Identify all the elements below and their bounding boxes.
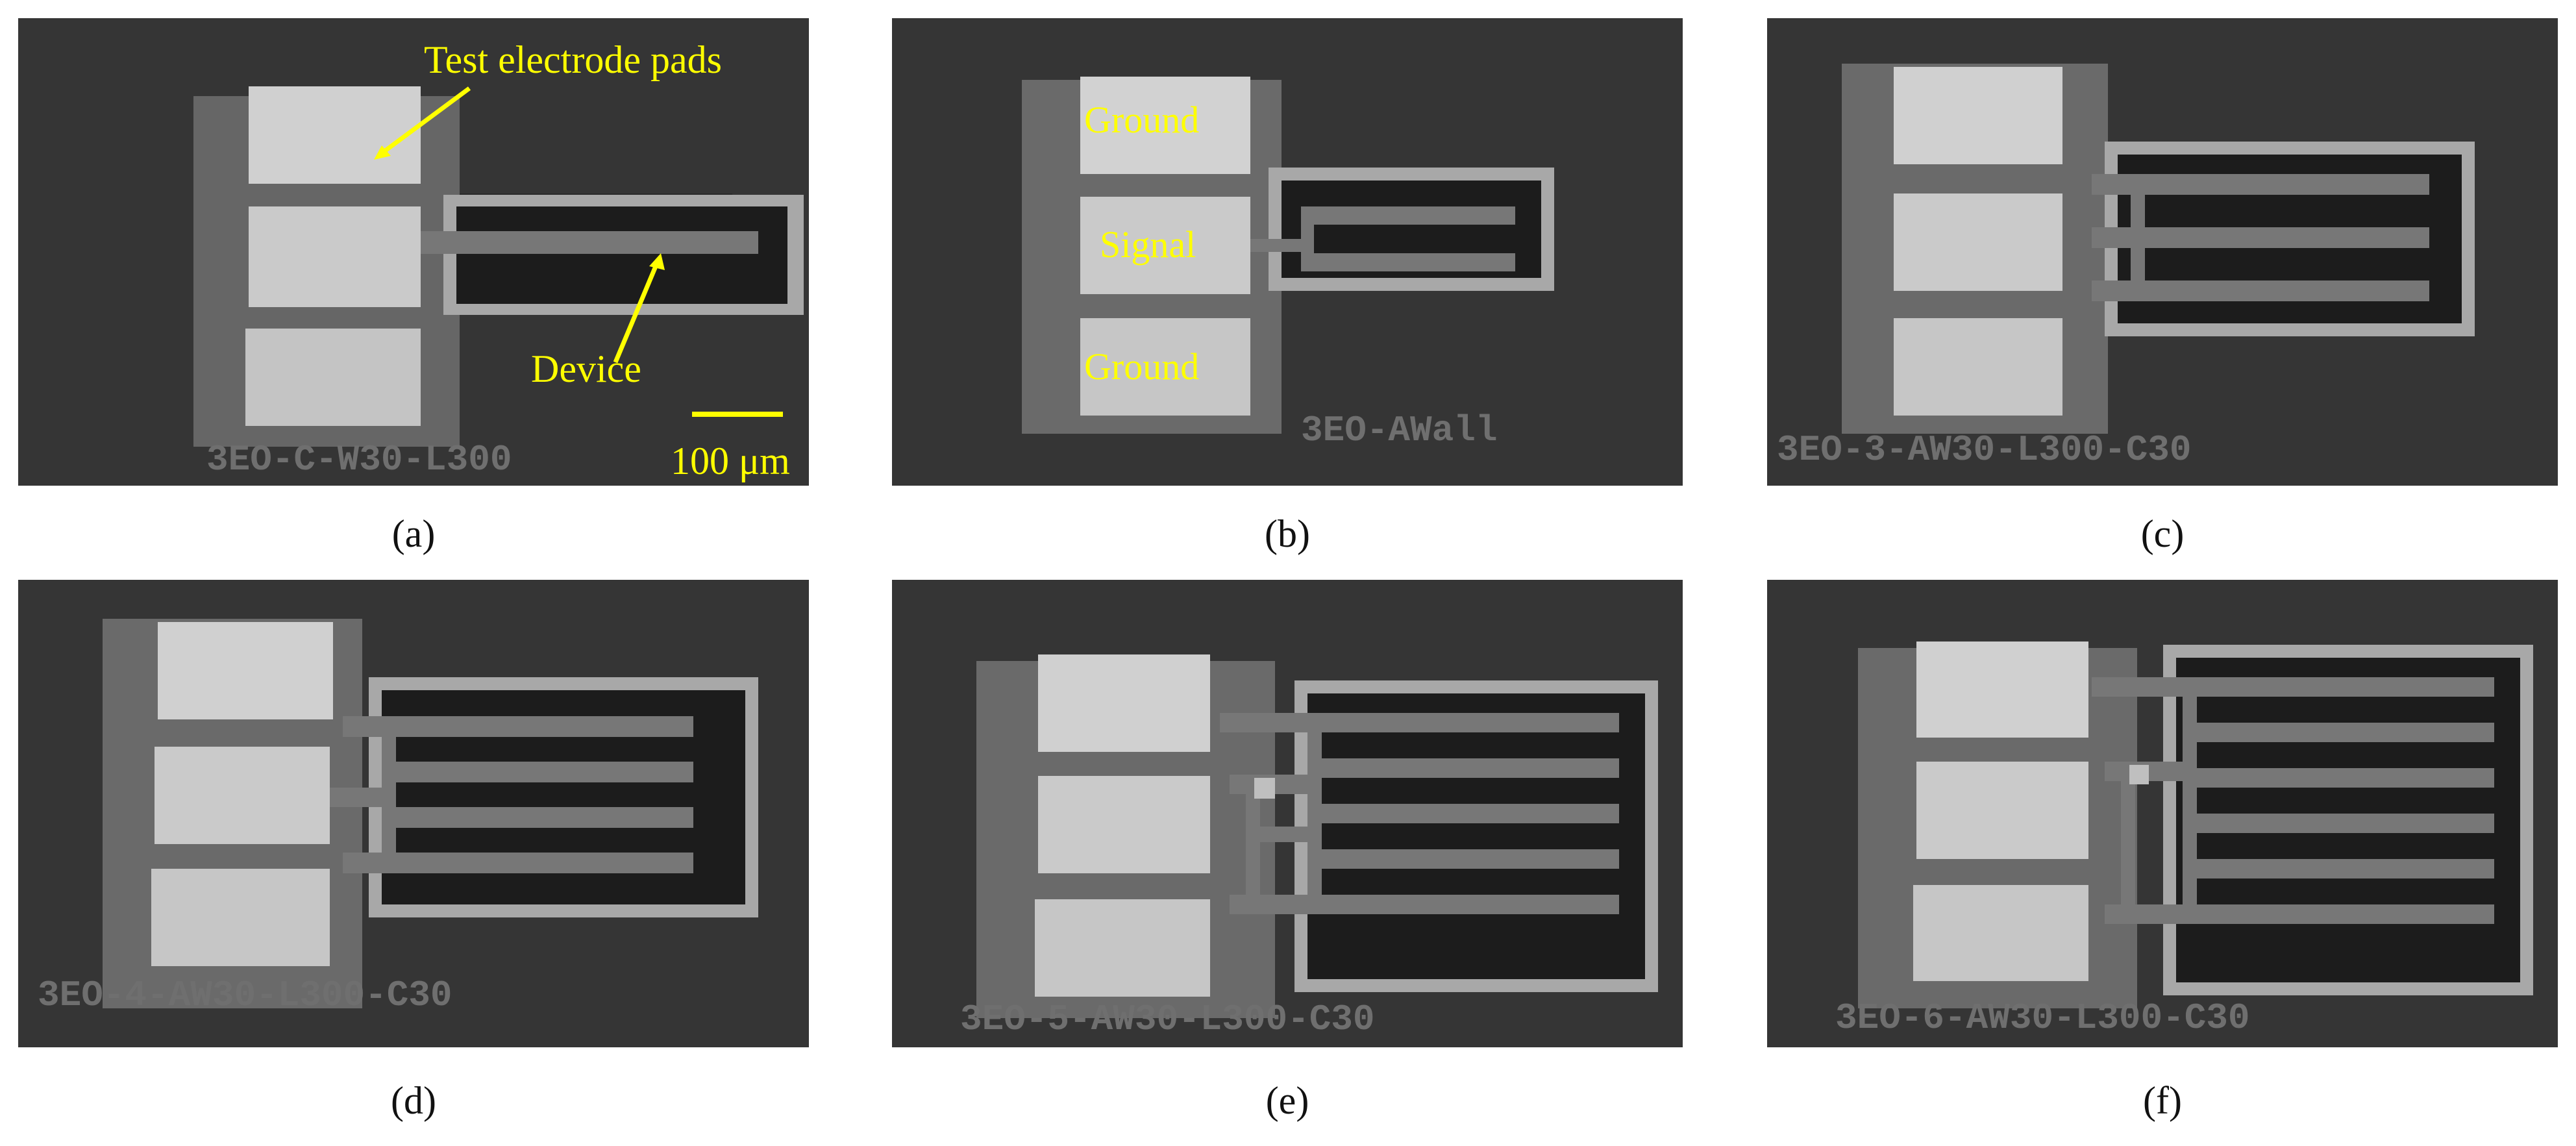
pad-3 xyxy=(1035,899,1210,997)
pad-1 xyxy=(158,622,333,719)
pad-label-signal: Signal xyxy=(1100,223,1196,266)
pad-ground-top xyxy=(1080,77,1250,174)
svg-text:3EO-3-AW30-L300-C30: 3EO-3-AW30-L300-C30 xyxy=(1777,429,2192,471)
device-beam-4 xyxy=(343,853,693,873)
pad-2 xyxy=(155,747,330,844)
pad-3 xyxy=(1894,318,2062,416)
device-beam-4 xyxy=(2183,814,2494,833)
sem-image-d xyxy=(18,580,809,1047)
device-beam-1 xyxy=(2092,677,2494,697)
pad-label-ground-top: Ground xyxy=(1084,99,1200,141)
device-label: Device xyxy=(531,347,641,390)
svg-text:3EO-6-AW30-L300-C30: 3EO-6-AW30-L300-C30 xyxy=(1835,997,2250,1039)
pad-3 xyxy=(1913,885,2088,981)
device-beam-1 xyxy=(1301,206,1515,225)
sem-image-b xyxy=(892,18,1683,486)
svg-text:3EO-C-W30-L300: 3EO-C-W30-L300 xyxy=(206,439,512,480)
caption-c: (c) xyxy=(2140,512,2185,555)
sem-panel-a: Test electrode pads Device 100 μm 3EO-C-… xyxy=(18,18,809,486)
device-beam-3 xyxy=(1307,804,1619,823)
device-arrow xyxy=(613,260,660,364)
device-beam-1 xyxy=(1220,713,1619,732)
pad-ground-bottom xyxy=(1080,318,1250,416)
pad-3 xyxy=(151,869,330,966)
device-trench xyxy=(456,206,787,304)
pad-3 xyxy=(245,329,421,426)
device-beam xyxy=(421,231,758,254)
pad-2 xyxy=(1894,193,2062,291)
pads-label: Test electrode pads xyxy=(424,38,722,81)
pad-2 xyxy=(249,206,421,307)
device-beam-1 xyxy=(2092,174,2429,195)
pad-label-ground-bottom: Ground xyxy=(1084,345,1200,388)
pad-2 xyxy=(1038,776,1210,873)
svg-text:3EO-5-AW30-L300-C30: 3EO-5-AW30-L300-C30 xyxy=(960,999,1375,1040)
pad-2 xyxy=(1916,762,2088,859)
caption-b: (b) xyxy=(1265,512,1310,555)
device-beam-1 xyxy=(343,716,693,737)
sem-panel-c: 3EO-3-AW30-L300-C30 xyxy=(1767,18,2558,486)
pad-1 xyxy=(1916,642,2088,738)
sem-image-c xyxy=(1767,18,2558,486)
sem-panel-e: 3EO-5-AW30-L300-C30 xyxy=(892,580,1683,1047)
scale-bar xyxy=(692,412,783,417)
device-beam-6 xyxy=(2105,904,2494,924)
device-beam-3 xyxy=(382,807,693,828)
device-beam-2 xyxy=(2183,723,2494,742)
svg-text:3EO-AWall: 3EO-AWall xyxy=(1301,410,1497,451)
pad-1 xyxy=(1038,654,1210,752)
pad-signal xyxy=(1080,197,1250,294)
caption-f: (f) xyxy=(2143,1079,2182,1122)
caption-a: (a) xyxy=(391,512,436,555)
device-beam-2 xyxy=(1307,758,1619,778)
device-beam-2 xyxy=(2092,227,2429,248)
scale-label: 100 μm xyxy=(671,440,790,482)
device-beam-3 xyxy=(2092,280,2429,301)
device-beam-2 xyxy=(1301,253,1515,271)
caption-d: (d) xyxy=(391,1079,436,1122)
sem-image-e xyxy=(892,580,1683,1047)
device-trench xyxy=(1307,693,1645,979)
device-beam-3 xyxy=(2183,768,2494,788)
pads-arrow xyxy=(380,86,471,155)
pad-1 xyxy=(1894,67,2062,164)
sem-panel-f: 3EO-6-AW30-L300-C30 xyxy=(1767,580,2558,1047)
sem-panel-b: Ground Signal Ground 3EO-AWall xyxy=(892,18,1683,486)
sem-panel-d: 3EO-4-AW30-L300-C30 xyxy=(18,580,809,1047)
svg-text:3EO-4-AW30-L300-C30: 3EO-4-AW30-L300-C30 xyxy=(38,975,452,1016)
device-beam-5 xyxy=(2183,859,2494,878)
device-beam-2 xyxy=(382,762,693,782)
sem-image-a xyxy=(18,18,809,486)
device-beam-5 xyxy=(1230,895,1619,914)
pad-1 xyxy=(249,86,421,184)
caption-e: (e) xyxy=(1265,1079,1309,1122)
device-beam-4 xyxy=(1307,849,1619,869)
sem-image-f xyxy=(1767,580,2558,1047)
